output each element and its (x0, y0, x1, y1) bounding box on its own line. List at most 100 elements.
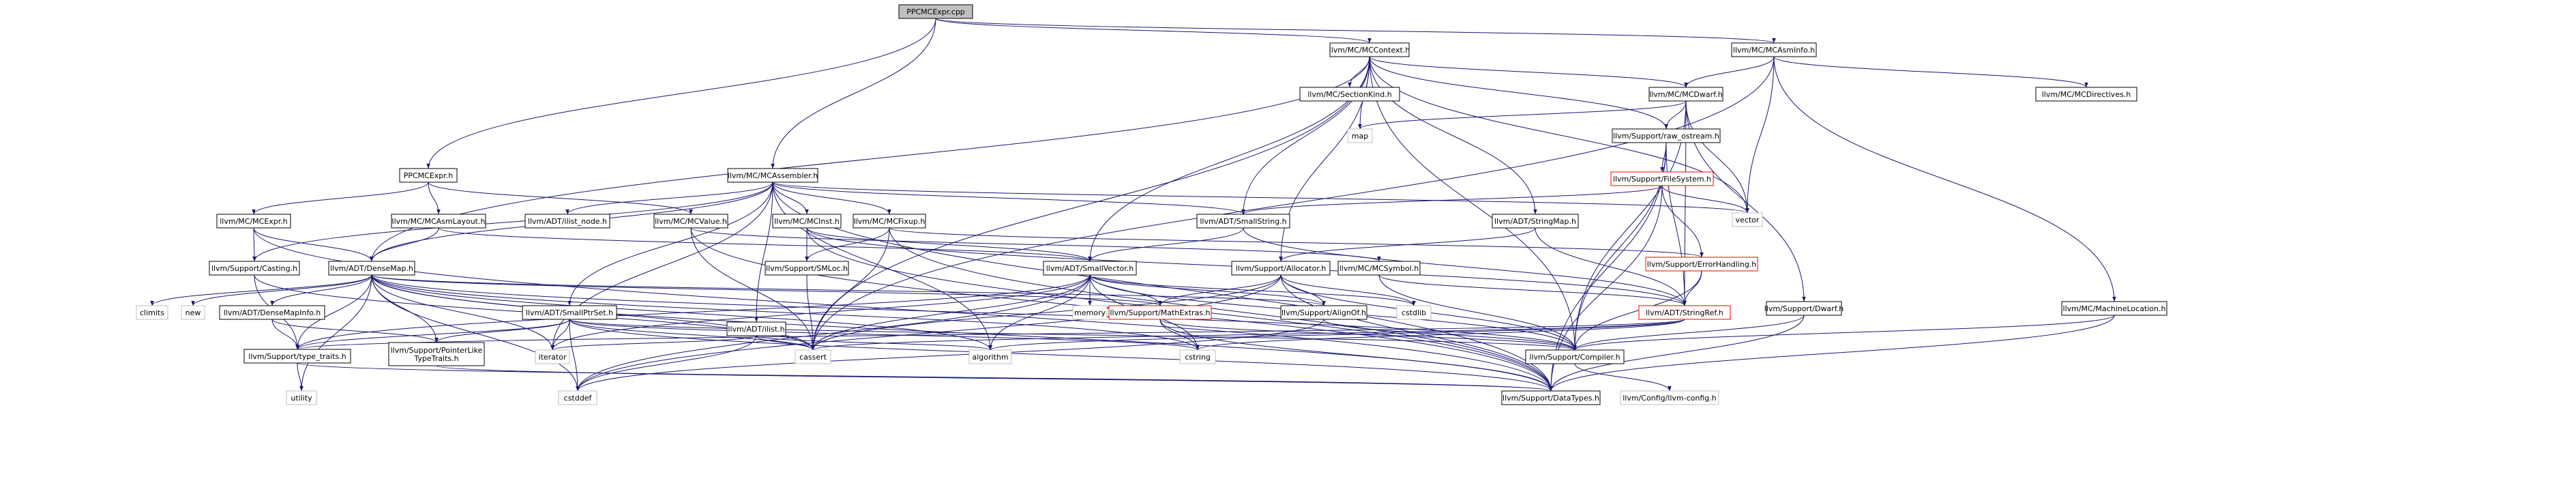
node-box (1645, 257, 1758, 272)
node-Compiler[interactable]: llvm/Support/Compiler.h (1525, 349, 1625, 364)
node-PPCMCExpr[interactable]: PPCMCExpr.h (399, 168, 458, 183)
node-type_traits[interactable]: llvm/Support/type_traits.h (243, 349, 351, 364)
node-MathExtras[interactable]: llvm/Support/MathExtras.h (1108, 305, 1212, 320)
node-MCFixup[interactable]: llvm/MC/MCFixup.h (853, 214, 926, 229)
node-box (1525, 349, 1625, 364)
edge-SmallVector-to-MathExtras (1089, 274, 1162, 306)
edge-root-to-PPCMCExpr (426, 18, 936, 169)
node-DenseMap[interactable]: llvm/ADT/DenseMap.h (328, 261, 415, 276)
node-box (968, 349, 1012, 364)
node-label: cstddef (564, 394, 593, 403)
edge-DenseMapInfo-to-PointerLikeTypeTraits (271, 319, 439, 343)
node-DenseMapInfo[interactable]: llvm/ADT/DenseMapInfo.h (219, 305, 325, 320)
edge-MCDwarf-to-raw_ostream (1664, 100, 1687, 130)
edge-MCAssembler-to-ilist (754, 181, 773, 323)
edge-MCFixup-to-ErrorHandling (889, 227, 1704, 258)
node-label: llvm/Support/PointerLike (391, 346, 483, 355)
node-box (1492, 214, 1579, 229)
node-DataTypes[interactable]: llvm/Support/DataTypes.h (1501, 390, 1601, 405)
node-label: llvm/Support/FileSystem.h (1613, 175, 1711, 184)
edge-DenseMap-to-new (191, 274, 372, 306)
node-box (772, 214, 842, 229)
node-ilist_node[interactable]: llvm/ADT/ilist_node.h (524, 214, 610, 229)
node-MCAsmInfo[interactable]: llvm/MC/MCAsmInfo.h (1731, 42, 1817, 57)
node-box (535, 349, 570, 364)
node-label: new (186, 308, 201, 317)
node-StringMap[interactable]: llvm/ADT/StringMap.h (1492, 214, 1579, 229)
edge-SmallVector-to-AlignOf (1089, 274, 1326, 306)
node-label: llvm/MC/MCValue.h (655, 217, 727, 226)
node-SmallVector[interactable]: llvm/ADT/SmallVector.h (1043, 261, 1137, 276)
node-label: iterator (539, 353, 567, 362)
node-MCDirectives[interactable]: llvm/MC/MCDirectives.h (2035, 87, 2137, 102)
node-cstddef: cstddef (558, 390, 597, 405)
node-box (1396, 305, 1432, 320)
node-AlignOf[interactable]: llvm/Support/AlignOf.h (1280, 305, 1367, 320)
node-raw_ostream[interactable]: llvm/Support/raw_ostream.h (1612, 128, 1721, 143)
node-MCValue[interactable]: llvm/MC/MCValue.h (653, 214, 728, 229)
edge-StringRef-to-algorithm (988, 319, 1685, 351)
node-label: llvm/Support/ErrorHandling.h (1647, 260, 1757, 269)
node-SmallPtrSet[interactable]: llvm/ADT/SmallPtrSet.h (522, 305, 617, 320)
edge-MCAssembler-to-MCInst (772, 181, 809, 215)
node-root[interactable]: PPCMCExpr.cpp (898, 4, 973, 19)
edge-FileSystem-to-SmallString (1241, 185, 1663, 215)
node-MCDwarf[interactable]: llvm/MC/MCDwarf.h (1648, 87, 1723, 102)
edge-ilist-to-iterator (550, 335, 757, 351)
edge-SmallString-to-SmallVector (1088, 227, 1244, 262)
node-SmallString[interactable]: llvm/ADT/SmallString.h (1196, 214, 1290, 229)
edge-SmallVector-to-cstddef (576, 274, 1091, 392)
edge-Dwarf-to-DataTypes (1549, 315, 1805, 392)
edge-PPCMCExpr-to-MCAsmLayout (428, 181, 441, 215)
node-Allocator[interactable]: llvm/Support/Allocator.h (1231, 261, 1331, 276)
node-Casting[interactable]: llvm/Support/Casting.h (209, 261, 300, 276)
node-MCSectionKind[interactable]: llvm/MC/SectionKind.h (1299, 87, 1400, 102)
node-MCInst[interactable]: llvm/MC/MCInst.h (772, 214, 842, 229)
node-MCAsmLayout[interactable]: llvm/MC/MCAsmLayout.h (391, 214, 486, 229)
edge-MCAsmInfo-to-vector (1745, 56, 1775, 214)
node-Dwarf[interactable]: llvm/Support/Dwarf.h (1764, 301, 1844, 316)
node-FileSystem[interactable]: llvm/Support/FileSystem.h (1610, 171, 1714, 186)
node-box (1766, 301, 1842, 316)
node-ErrorHandling[interactable]: llvm/Support/ErrorHandling.h (1645, 257, 1758, 272)
node-label: llvm/MC/MCAsmInfo.h (1733, 46, 1815, 55)
edge-StringMap-to-Allocator (1279, 227, 1536, 262)
edge-StringRef-to-cassert (811, 319, 1685, 351)
node-MCContext[interactable]: llvm/MC/MCContext.h (1329, 42, 1410, 57)
edge-SmallVector-to-cstdlib (1089, 274, 1416, 306)
edge-PPCMCExpr-to-MCExpr (252, 181, 429, 215)
node-box (181, 305, 205, 320)
node-MCSymbol[interactable]: llvm/MC/MCSymbol.h (1337, 261, 1421, 276)
node-box (1329, 42, 1410, 57)
node-label: llvm/MC/MCDwarf.h (1649, 90, 1722, 99)
node-new: new (181, 305, 205, 320)
edge-DenseMap-to-type_traits (295, 274, 372, 350)
node-box (653, 214, 728, 229)
edge-MathExtras-to-cstring (1159, 319, 1200, 351)
node-SMLoc[interactable]: llvm/Support/SMLoc.h (765, 261, 849, 276)
node-box (1347, 128, 1373, 143)
node-box (1231, 261, 1331, 276)
edge-SmallString-to-StringRef (1243, 227, 1687, 306)
node-MCExpr[interactable]: llvm/MC/MCExpr.h (216, 214, 291, 229)
node-MCAssembler[interactable]: llvm/MC/MCAssembler.h (727, 168, 818, 183)
edge-MCDwarf-to-map (1358, 100, 1687, 130)
node-label: llvm/ADT/StringMap.h (1494, 217, 1576, 226)
edge-MCSymbol-to-Compiler (1378, 274, 1577, 351)
node-label: cassert (799, 353, 827, 362)
edge-SmallPtrSet-to-cstddef (569, 319, 580, 392)
edge-MachineLocation-to-DataTypes (1549, 315, 2115, 392)
edge-MCFixup-to-SMLoc (805, 227, 890, 262)
node-label: map (1352, 132, 1368, 141)
node-MachineLocation[interactable]: llvm/MC/MachineLocation.h (2061, 301, 2167, 316)
edge-DenseMap-to-DenseMapInfo (270, 274, 372, 306)
node-label: llvm/ADT/StringRef.h (1646, 308, 1723, 317)
node-StringRef[interactable]: llvm/ADT/StringRef.h (1638, 305, 1731, 320)
edge-MCAssembler-to-SmallPtrSet (567, 181, 773, 306)
edge-MCAsmInfo-to-MCDwarf (1684, 56, 1775, 88)
edge-MCFixup-to-cassert (811, 227, 890, 351)
edge-ilist-to-algorithm (756, 335, 992, 351)
node-label: TypeTraits.h (413, 354, 458, 363)
node-ilist[interactable]: llvm/ADT/ilist.h (726, 321, 786, 336)
